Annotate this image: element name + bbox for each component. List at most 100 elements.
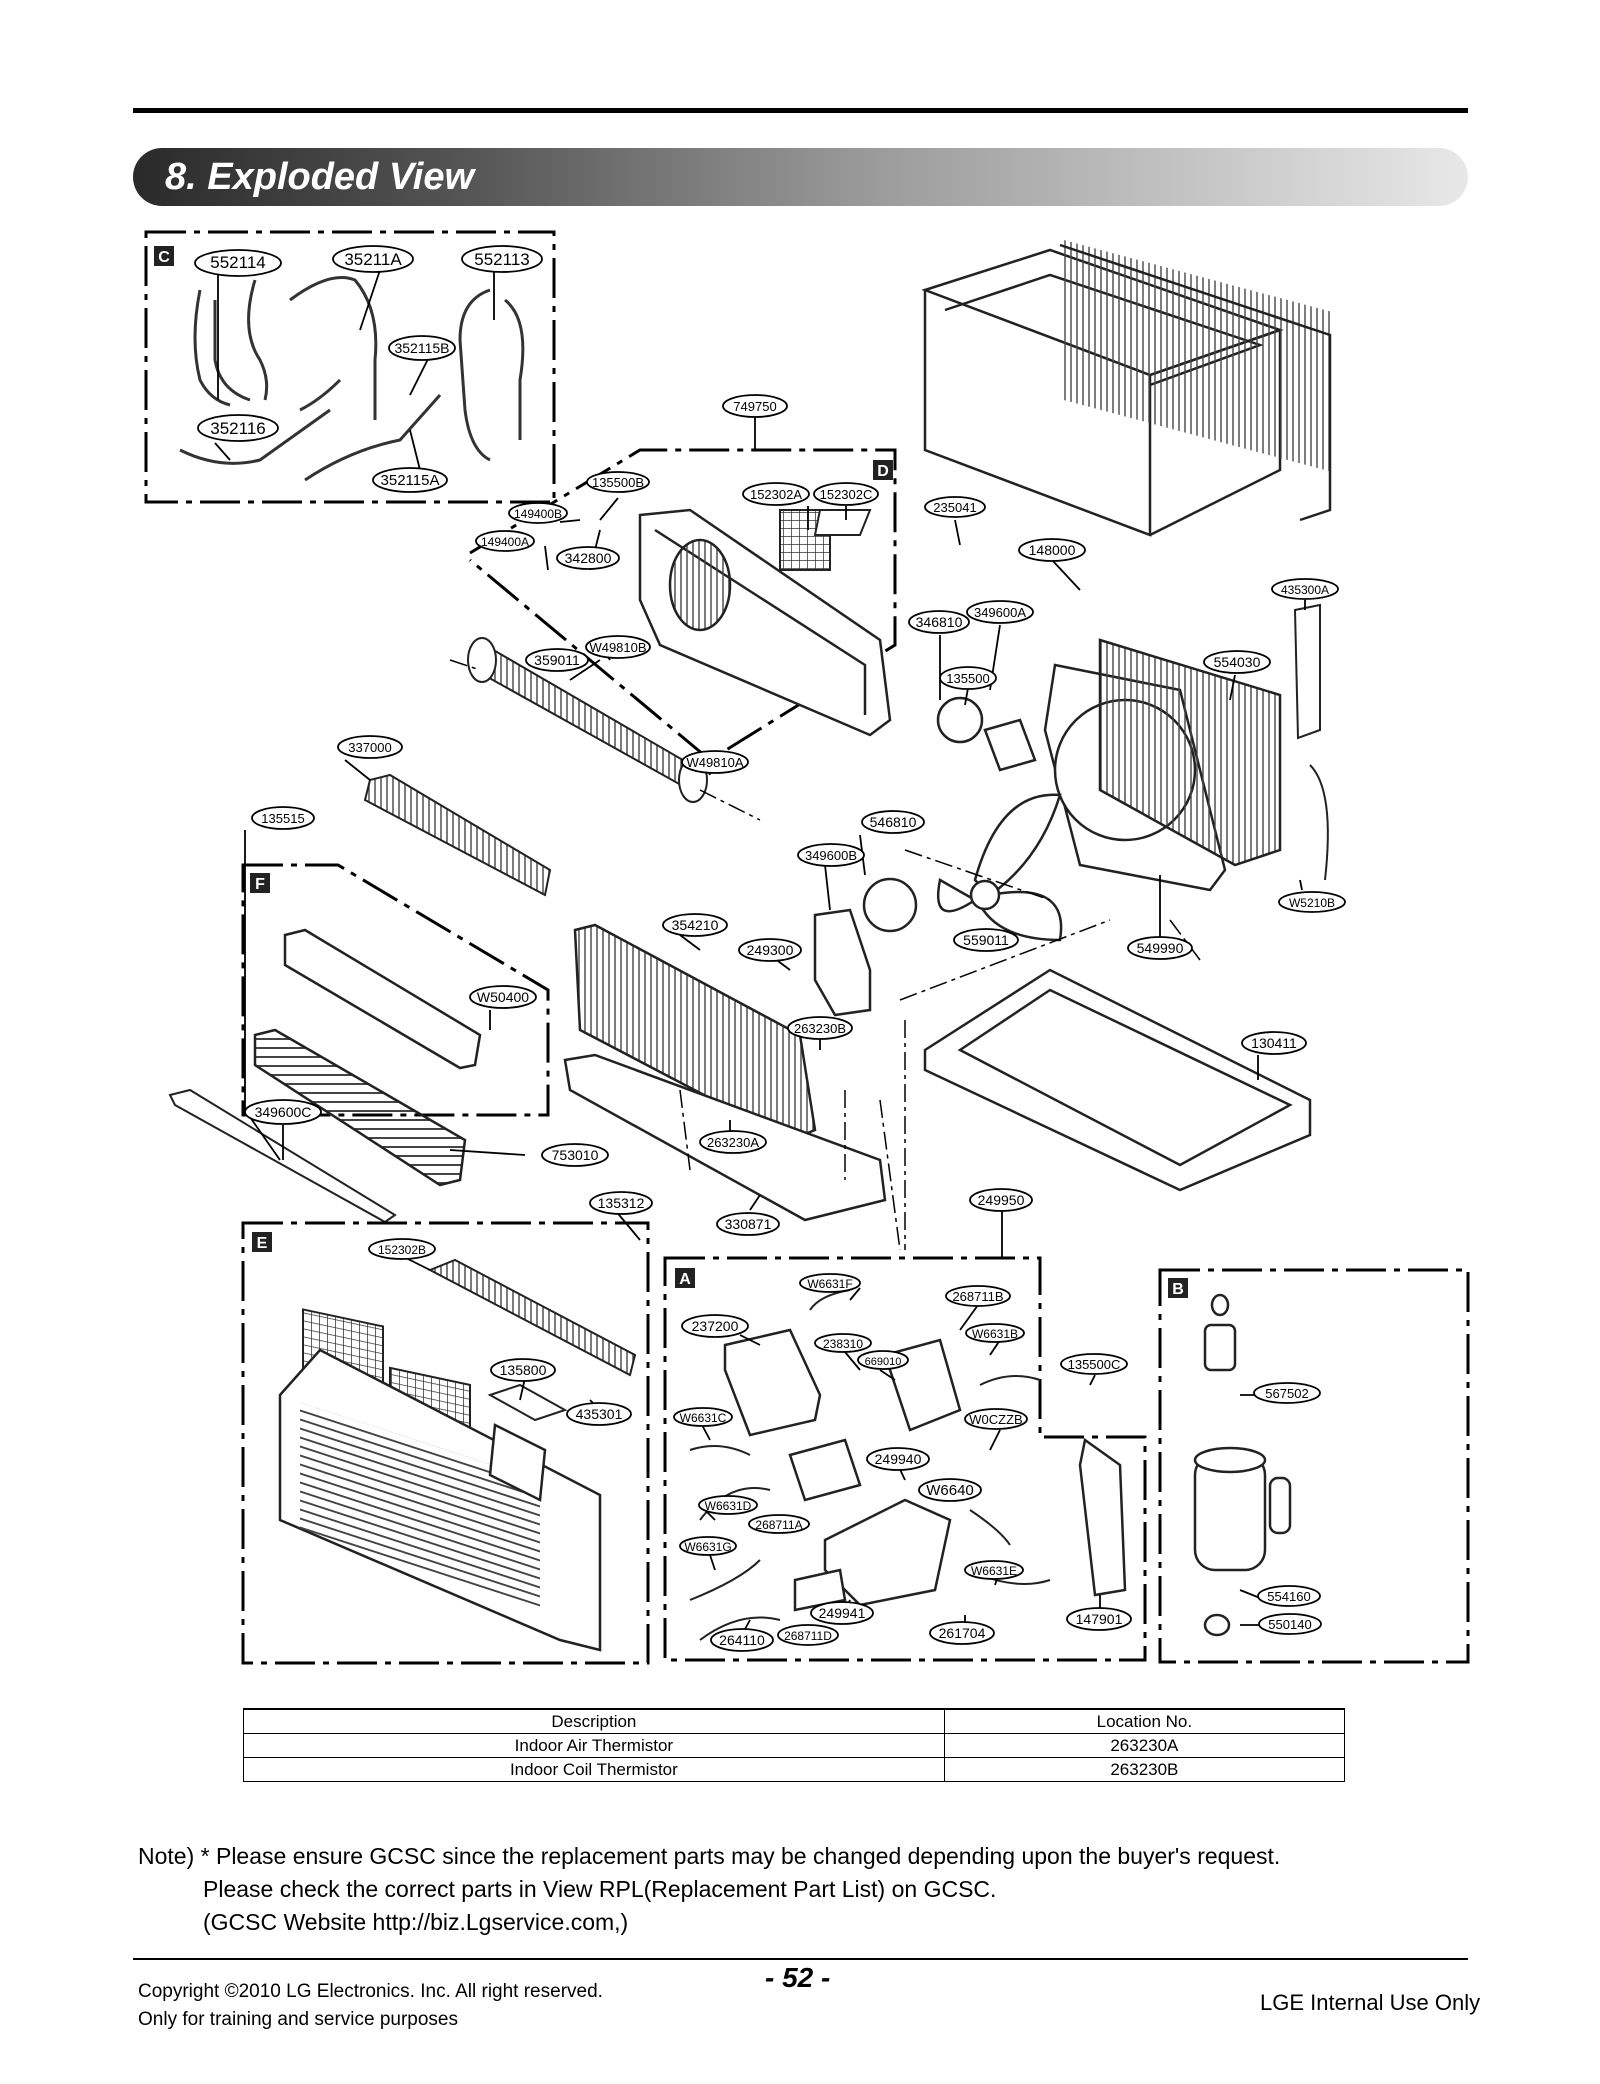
table-row: Indoor Coil Thermistor 263230B xyxy=(243,1757,1346,1782)
indoor-coil xyxy=(573,923,817,1142)
label-130411: 130411 xyxy=(1251,1035,1297,1051)
section-f-tag xyxy=(250,873,270,893)
label-W50400: W50400 xyxy=(477,989,529,1005)
label-152302B: 152302B xyxy=(378,1243,426,1257)
blower-housing xyxy=(638,508,892,737)
label-W6631E: W6631E xyxy=(971,1564,1017,1578)
bottom-rule xyxy=(133,1958,1468,1960)
section-f-box xyxy=(241,863,550,1117)
note-line-3: (GCSC Website http://biz.Lgservice.com,) xyxy=(203,1909,629,1935)
label-337000: 337000 xyxy=(348,740,391,755)
label-669010: 669010 xyxy=(865,1356,902,1368)
control-box xyxy=(723,1328,1127,1612)
table-cell: 263230A xyxy=(943,1733,1346,1758)
damper-part xyxy=(283,928,482,1070)
outdoor-coil xyxy=(1098,638,1282,867)
label-249940: 249940 xyxy=(875,1451,922,1467)
section-a-tag xyxy=(675,1268,695,1288)
label-135500: 135500 xyxy=(946,671,989,686)
label-135800: 135800 xyxy=(500,1362,547,1378)
propeller-fan xyxy=(936,793,1063,942)
section-b-tag xyxy=(1168,1278,1188,1298)
label-549990: 549990 xyxy=(1137,940,1184,956)
wire-w5210b xyxy=(1309,764,1329,881)
label-554160: 554160 xyxy=(1267,1589,1310,1604)
label-546810: 546810 xyxy=(870,814,917,830)
label-552114: 552114 xyxy=(210,253,265,272)
motor-bracket xyxy=(813,908,872,1017)
label-352115B: 352115B xyxy=(394,340,449,356)
part-label-ovals xyxy=(194,245,1346,1652)
label-349600A: 349600A xyxy=(974,605,1026,620)
label-238310: 238310 xyxy=(823,1337,863,1351)
copyright-text: Copyright ©2010 LG Electronics. Inc. All… xyxy=(138,1981,603,2002)
section-d-box xyxy=(469,448,897,762)
part-label-texts: 552114 35211A 552113 352115B 352116 3521… xyxy=(210,250,1335,1648)
label-147901: 147901 xyxy=(1076,1611,1123,1627)
section-f-letter: F xyxy=(255,876,265,893)
table-header-location: Location No. xyxy=(943,1708,1346,1734)
page-number: - 52 - xyxy=(765,1962,831,1993)
label-W5210B: W5210B xyxy=(1289,896,1335,910)
internal-use-text: LGE Internal Use Only xyxy=(1260,1990,1481,2015)
label-35211A: 35211A xyxy=(344,250,402,269)
label-W6631G: W6631G xyxy=(684,1540,731,1554)
dash-dot-guides xyxy=(449,659,1201,1251)
label-330871: 330871 xyxy=(725,1216,772,1232)
label-W6631C: W6631C xyxy=(680,1411,727,1425)
section-c-tag xyxy=(154,246,174,266)
exploded-view-diagram: C D xyxy=(144,230,1470,1665)
heater-753010 xyxy=(253,1028,467,1187)
label-149400A: 149400A xyxy=(481,535,529,549)
cabinet-sleeve xyxy=(921,239,1332,537)
label-235041: 235041 xyxy=(933,500,976,515)
section-b-box xyxy=(1158,1268,1470,1664)
label-135500C: 135500C xyxy=(1068,1357,1121,1372)
table-header-description: Description xyxy=(243,1708,945,1734)
section-c-box xyxy=(144,230,556,504)
table-cell: Indoor Air Thermistor xyxy=(243,1733,945,1758)
label-152302A: 152302A xyxy=(750,487,802,502)
section-a-letter: A xyxy=(679,1271,691,1288)
label-W6631D: W6631D xyxy=(705,1499,752,1513)
label-346810: 346810 xyxy=(916,614,963,630)
label-753010: 753010 xyxy=(552,1147,599,1163)
label-435300A: 435300A xyxy=(1281,583,1329,597)
label-249941: 249941 xyxy=(819,1605,866,1621)
label-749750: 749750 xyxy=(733,399,776,414)
label-W49810A: W49810A xyxy=(686,755,743,770)
label-263230B: 263230B xyxy=(794,1021,846,1036)
label-249300: 249300 xyxy=(747,942,794,958)
section-c-pipes xyxy=(179,276,525,482)
guard-337000 xyxy=(363,773,552,897)
section-e-letter: E xyxy=(257,1235,268,1252)
label-550140: 550140 xyxy=(1268,1617,1311,1632)
note-block: Note) * Please ensure GCSC since the rep… xyxy=(138,1840,1280,1939)
section-b-letter: B xyxy=(1172,1281,1184,1298)
wire-harnesses xyxy=(689,1289,1051,1641)
label-237200: 237200 xyxy=(692,1318,739,1334)
label-349600C: 349600C xyxy=(255,1104,312,1120)
label-354210: 354210 xyxy=(672,917,719,933)
section-e-box xyxy=(241,1221,650,1665)
bracket-152302C xyxy=(813,509,872,536)
footer-left: Copyright ©2010 LG Electronics. Inc. All… xyxy=(138,1978,603,2034)
table-row: Indoor Air Thermistor 263230A xyxy=(243,1733,1346,1758)
note-line-1: Note) * Please ensure GCSC since the rep… xyxy=(138,1843,1281,1869)
section-a-box xyxy=(663,1256,1147,1662)
thermistor-table: Description Location No. Indoor Air Ther… xyxy=(243,1708,1346,1782)
label-W49810B: W49810B xyxy=(589,640,646,655)
label-268711A: 268711A xyxy=(755,1518,802,1532)
fan-motor xyxy=(862,696,1037,933)
compressor xyxy=(1193,1293,1292,1637)
table-header-row: Description Location No. xyxy=(243,1708,1346,1734)
label-148000: 148000 xyxy=(1029,542,1076,558)
table-cell: Indoor Coil Thermistor xyxy=(243,1757,945,1782)
label-135515: 135515 xyxy=(261,811,304,826)
front-grille xyxy=(427,1258,637,1377)
label-268711D: 268711D xyxy=(784,1629,832,1643)
label-349600B: 349600B xyxy=(805,848,857,863)
label-268711B: 268711B xyxy=(952,1289,1003,1304)
label-264110: 264110 xyxy=(719,1632,765,1648)
label-135312: 135312 xyxy=(598,1195,645,1211)
